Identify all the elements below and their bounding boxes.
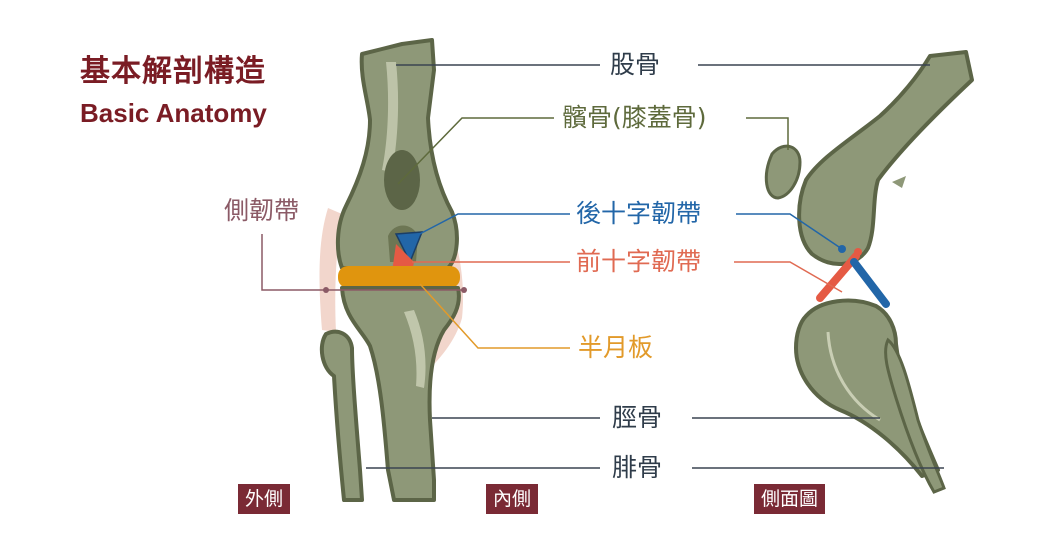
tibia-side-highlight <box>826 331 881 422</box>
femur-side-fleck <box>892 176 906 188</box>
patella-side <box>764 144 802 200</box>
femur-highlight <box>382 62 399 172</box>
acl-leader-right <box>734 261 843 293</box>
side-view <box>764 50 974 494</box>
tag-medial: 內側 <box>486 484 539 514</box>
collateral-dot-left <box>323 287 329 293</box>
label-patella: 髕骨(膝蓋骨) <box>562 103 707 132</box>
pcl-side <box>850 258 890 308</box>
meniscus-leader <box>419 283 570 349</box>
front-view <box>319 38 464 502</box>
pcl-leader-left <box>411 213 570 239</box>
pcl-front <box>394 231 424 264</box>
tibia-front <box>340 286 461 502</box>
label-femur: 股骨 <box>610 50 661 79</box>
tibia-highlight <box>404 310 426 388</box>
acl-anchor-dot <box>854 248 862 256</box>
label-collateral-ligament: 側韌帶 <box>224 196 300 225</box>
collateral-leader <box>261 234 466 291</box>
fibula-side <box>884 337 946 494</box>
collateral-dot-right <box>461 287 467 293</box>
patella-leader-right <box>746 117 789 150</box>
tag-lateral: 外側 <box>238 484 291 514</box>
label-acl: 前十字韌帶 <box>576 247 702 276</box>
leader-lines <box>261 64 944 469</box>
title-english: Basic Anatomy <box>80 98 267 128</box>
label-tibia: 脛骨 <box>612 403 663 432</box>
title-chinese: 基本解剖構造 <box>80 54 266 89</box>
meniscus-front <box>338 266 460 288</box>
label-pcl: 後十字韌帶 <box>576 199 702 228</box>
label-fibula: 腓骨 <box>612 453 663 482</box>
pcl-leader-right <box>736 213 843 250</box>
tag-side-view: 側面圖 <box>754 484 826 514</box>
acl-front <box>392 244 414 272</box>
label-meniscus: 半月板 <box>578 333 654 362</box>
patella-leader-left <box>397 117 554 185</box>
fibula-front <box>319 329 364 502</box>
femur-side <box>797 50 974 267</box>
acl-side <box>816 252 860 302</box>
